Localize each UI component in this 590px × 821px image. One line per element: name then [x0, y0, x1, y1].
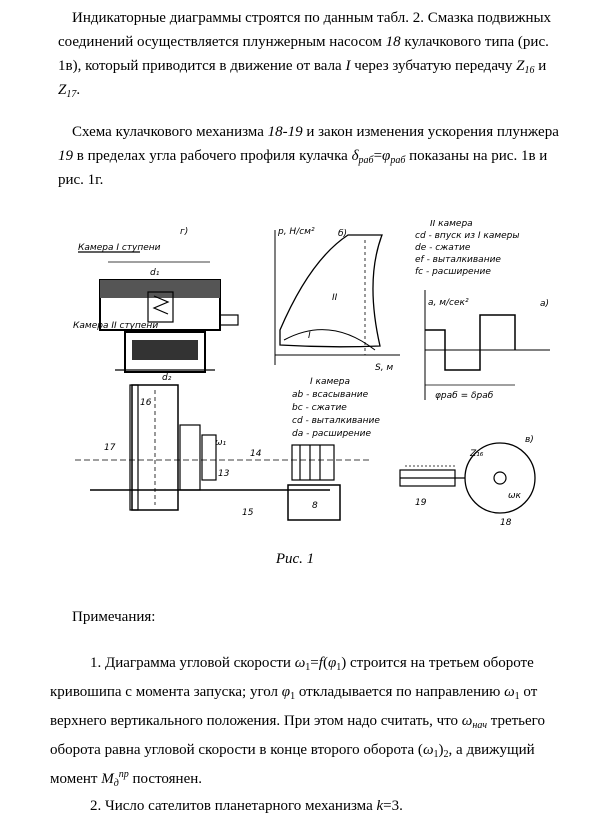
note-item-2: 2. Число сателитов планетарного механизм… — [90, 798, 403, 814]
legend-chamber-2: II камера cd - впуск из I камеры de - сж… — [415, 220, 520, 277]
paragraph-1: Индикаторные диаграммы строятся по данны… — [58, 10, 552, 100]
compressor-section-drawing: г) Камера I ступени d₁ Камера II ступени… — [73, 227, 370, 521]
svg-text:a, м/сек²: a, м/сек² — [428, 298, 469, 308]
svg-text:17: 17 — [104, 443, 116, 453]
svg-text:bc - сжатие: bc - сжатие — [292, 403, 347, 413]
svg-text:cd - впуск из I камеры: cd - впуск из I камеры — [415, 231, 520, 241]
paragraph-2: Схема кулачкового механизма 18-19 и зако… — [58, 124, 559, 188]
note-item-1: 1. Диаграмма угловой скорости ω1=f(φ1) с… — [50, 655, 545, 789]
svg-text:fc - расширение: fc - расширение — [415, 267, 491, 277]
svg-text:Z₁₆: Z₁₆ — [469, 449, 484, 459]
svg-text:cd - выталкивание: cd - выталкивание — [292, 416, 380, 426]
legend-chamber-1: I камера ab - всасывание bc - сжатие cd … — [292, 377, 380, 439]
svg-text:15: 15 — [242, 508, 254, 518]
svg-text:16: 16 — [140, 398, 152, 408]
svg-text:Камера I ступени: Камера I ступени — [78, 243, 161, 253]
cam-mechanism-drawing: в) Z₁₆ 19 ωк 18 — [399, 435, 536, 528]
notes-heading: Примечания: — [72, 609, 156, 625]
svg-text:d₁: d₁ — [150, 268, 160, 278]
svg-text:I камера: I камера — [310, 377, 350, 387]
figure-caption: Рис. 1 — [275, 551, 315, 567]
svg-text:φраб = δраб: φраб = δраб — [435, 391, 494, 401]
svg-text:8: 8 — [312, 501, 318, 511]
svg-text:13: 13 — [218, 469, 230, 479]
svg-text:14: 14 — [250, 449, 262, 459]
indicator-diagram: б) p, H/см² S, м II I — [274, 227, 400, 373]
svg-text:в): в) — [525, 435, 534, 445]
svg-text:II: II — [332, 293, 338, 303]
svg-text:б): б) — [338, 229, 347, 239]
svg-text:ωк: ωк — [508, 491, 522, 501]
svg-text:г): г) — [180, 227, 188, 237]
svg-text:I: I — [308, 331, 311, 341]
svg-text:p, H/см²: p, H/см² — [277, 227, 315, 237]
figure-1-mechanism-diagrams: г) Камера I ступени d₁ Камера II ступени… — [70, 220, 560, 530]
svg-text:ω₁: ω₁ — [215, 438, 227, 448]
svg-text:de - сжатие: de - сжатие — [415, 243, 471, 253]
svg-text:da - расширение: da - расширение — [292, 429, 371, 439]
svg-text:19: 19 — [415, 498, 427, 508]
svg-text:ab - всасывание: ab - всасывание — [292, 390, 369, 400]
svg-text:18: 18 — [500, 518, 512, 528]
svg-text:d₂: d₂ — [162, 373, 172, 383]
svg-text:ef - выталкивание: ef - выталкивание — [415, 255, 501, 265]
svg-text:а): а) — [540, 299, 549, 309]
acceleration-diagram: а) a, м/сек² φраб = δраб — [424, 290, 550, 401]
svg-text:II камера: II камера — [430, 220, 473, 229]
svg-text:Камера II ступени: Камера II ступени — [73, 321, 158, 331]
svg-text:S, м: S, м — [375, 363, 393, 373]
